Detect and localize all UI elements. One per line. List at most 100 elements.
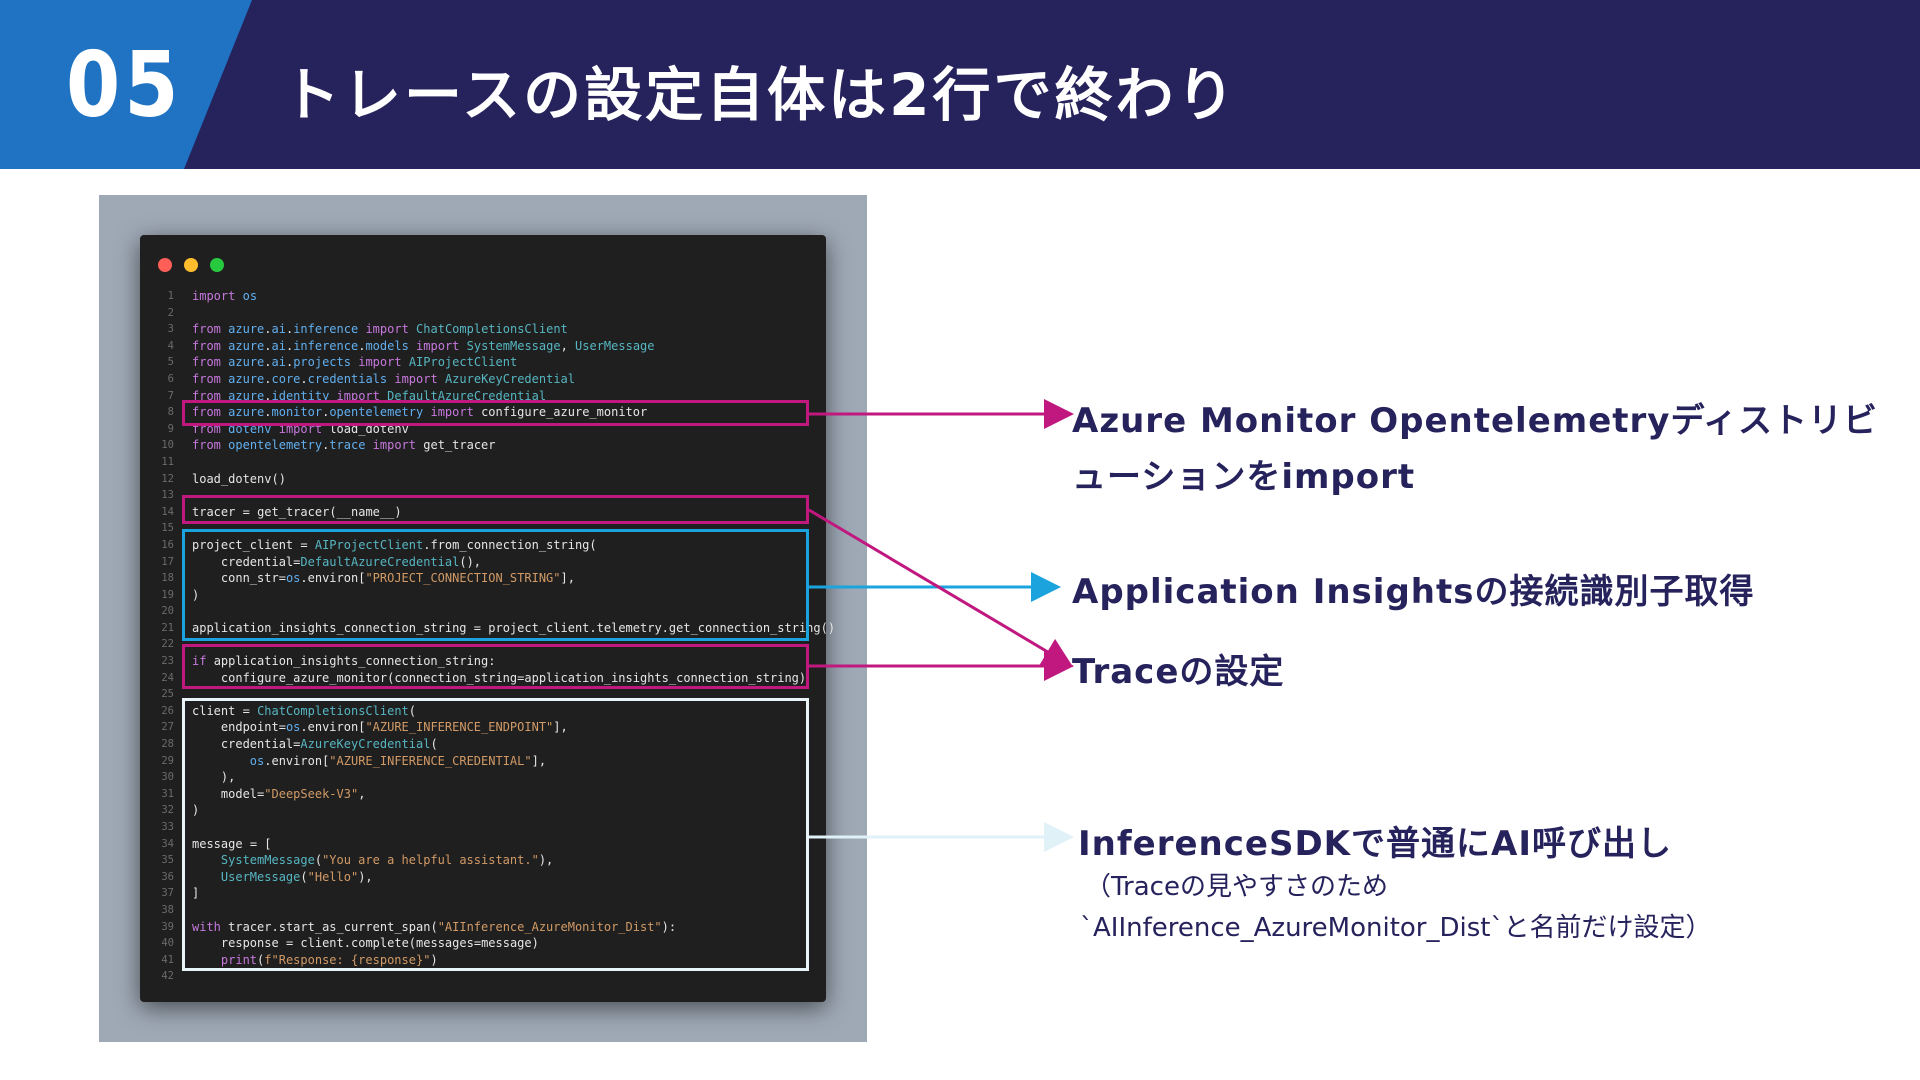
line-number: 25	[161, 688, 174, 701]
annotation-inference-sub2: `AIInference_AzureMonitor_Dist`と名前だけ設定）	[1080, 913, 1712, 943]
code-text: os.environ["AZURE_INFERENCE_CREDENTIAL"]…	[249, 753, 547, 768]
arrow-tracer-to-trace	[808, 508, 1074, 668]
code-line: 2	[140, 305, 826, 322]
header-bar	[0, 0, 1920, 169]
line-number: 21	[161, 621, 174, 634]
tracer-box	[182, 495, 809, 524]
line-number: 4	[167, 339, 174, 352]
code-text: application_insights_connection_string =…	[192, 620, 836, 635]
line-number: 19	[161, 588, 174, 601]
line-number: 32	[161, 804, 174, 817]
code-text: from opentelemetry.trace import get_trac…	[192, 438, 496, 453]
line-number: 8	[167, 406, 174, 419]
line-number: 11	[161, 455, 174, 468]
import-monitor-box	[182, 400, 809, 426]
code-line: 30 ),	[140, 769, 826, 786]
code-text: UserMessage("Hello"),	[220, 869, 373, 884]
code-line: 18 conn_str=os.environ["PROJECT_CONNECTI…	[140, 570, 826, 587]
line-number: 15	[161, 522, 174, 535]
code-text: from azure.core.credentials import Azure…	[192, 371, 575, 386]
code-text: load_dotenv()	[192, 471, 286, 486]
code-line: 8 from azure.monitor.opentelemetry import…	[140, 404, 826, 421]
code-line: 22	[140, 636, 826, 653]
code-text: credential=AzureKeyCredential(	[220, 737, 438, 752]
code-line: 34 message = [	[140, 836, 826, 853]
code-line: 26 client = ChatCompletionsClient(	[140, 703, 826, 720]
line-number: 33	[161, 821, 174, 833]
code-line: 42	[140, 968, 826, 985]
line-number: 3	[167, 323, 174, 336]
minimize-dot	[184, 258, 198, 272]
code-line: 17 credential=DefaultAzureCredential(),	[140, 554, 826, 571]
code-line: 28 credential=AzureKeyCredential(	[140, 736, 826, 753]
line-number: 7	[167, 389, 174, 402]
code-text: )	[192, 803, 200, 818]
code-line: 11	[140, 454, 826, 471]
code-text: from azure.ai.inference.models import Sy…	[192, 338, 655, 353]
annotation-inference-sub1: （Traceの見やすさのため	[1085, 872, 1388, 902]
line-number: 22	[161, 638, 174, 651]
code-text: credential=DefaultAzureCredential(),	[220, 554, 482, 569]
code-line: 24 configure_azure_monitor(connection_st…	[140, 670, 826, 687]
code-text: project_client = AIProjectClient.from_co…	[192, 537, 597, 552]
code-line: 25	[140, 686, 826, 703]
line-number: 35	[161, 854, 174, 867]
line-number: 28	[161, 738, 174, 751]
line-number: 42	[161, 970, 174, 983]
line-number: 14	[161, 505, 174, 518]
maximize-dot	[210, 258, 224, 272]
code-line: 31 model="DeepSeek-V3",	[140, 786, 826, 803]
line-number: 6	[167, 372, 174, 385]
code-text: endpoint=os.environ["AZURE_INFERENCE_END…	[220, 720, 568, 735]
connection-string-box	[182, 529, 809, 641]
code-line: 27 endpoint=os.environ["AZURE_INFERENCE_…	[140, 719, 826, 736]
code-text: response = client.complete(messages=mess…	[220, 936, 539, 951]
line-number: 38	[161, 903, 174, 916]
line-number: 1	[167, 290, 174, 302]
line-number: 16	[161, 538, 174, 551]
code-line: 21 application_insights_connection_string…	[140, 620, 835, 637]
code-text: tracer = get_tracer(__name__)	[192, 504, 402, 519]
code-text: client = ChatCompletionsClient(	[192, 703, 417, 718]
code-text: from azure.ai.inference import ChatCompl…	[192, 322, 568, 337]
code-text: if application_insights_connection_strin…	[192, 654, 496, 669]
annotation-insights: Application Insightsの接続識別子取得	[1072, 572, 1755, 612]
code-line: 1 import os	[140, 288, 826, 305]
code-line: 19)	[140, 587, 826, 604]
code-text: ]	[192, 886, 200, 901]
code-text: conn_str=os.environ["PROJECT_CONNECTION_…	[220, 571, 575, 586]
line-number: 29	[161, 754, 174, 767]
annotation-inference-title: InferenceSDKで普通にAI呼び出し	[1078, 824, 1672, 864]
code-line: 35 SystemMessage("You are a helpful assi…	[140, 852, 826, 869]
code-line: 38	[140, 902, 826, 919]
code-text: from azure.monitor.opentelemetry import …	[192, 405, 648, 420]
code-text: import os	[192, 289, 258, 303]
line-number: 9	[167, 422, 174, 435]
line-number: 12	[161, 472, 174, 485]
code-line: 7 from azure.identity import DefaultAzure…	[140, 388, 826, 405]
code-line: 4 from azure.ai.inference.models import S…	[140, 338, 826, 355]
code-text: message = [	[192, 836, 272, 851]
line-number: 26	[161, 704, 174, 717]
code-text: from azure.ai.projects import AIProjectC…	[192, 355, 518, 370]
code-line: 41 print(f"Response: {response}")	[140, 952, 826, 969]
code-line: 40 response = client.complete(messages=m…	[140, 935, 826, 952]
line-number: 41	[161, 953, 174, 966]
line-number: 40	[161, 937, 174, 950]
code-line: 16 project_client = AIProjectClient.from_…	[140, 537, 826, 554]
inference-call-box	[182, 698, 809, 971]
code-text: from azure.identity import DefaultAzureC…	[192, 388, 547, 403]
line-number: 37	[161, 887, 174, 900]
line-number: 34	[161, 837, 174, 850]
page-title: トレースの設定自体は2行で終わり	[282, 61, 1238, 129]
code-line: 6 from azure.core.credentials import Azur…	[140, 371, 826, 388]
code-text: print(f"Response: {response}")	[220, 952, 438, 967]
line-number: 20	[161, 605, 174, 618]
code-text: configure_azure_monitor(connection_strin…	[220, 670, 807, 685]
line-number: 36	[161, 870, 174, 883]
